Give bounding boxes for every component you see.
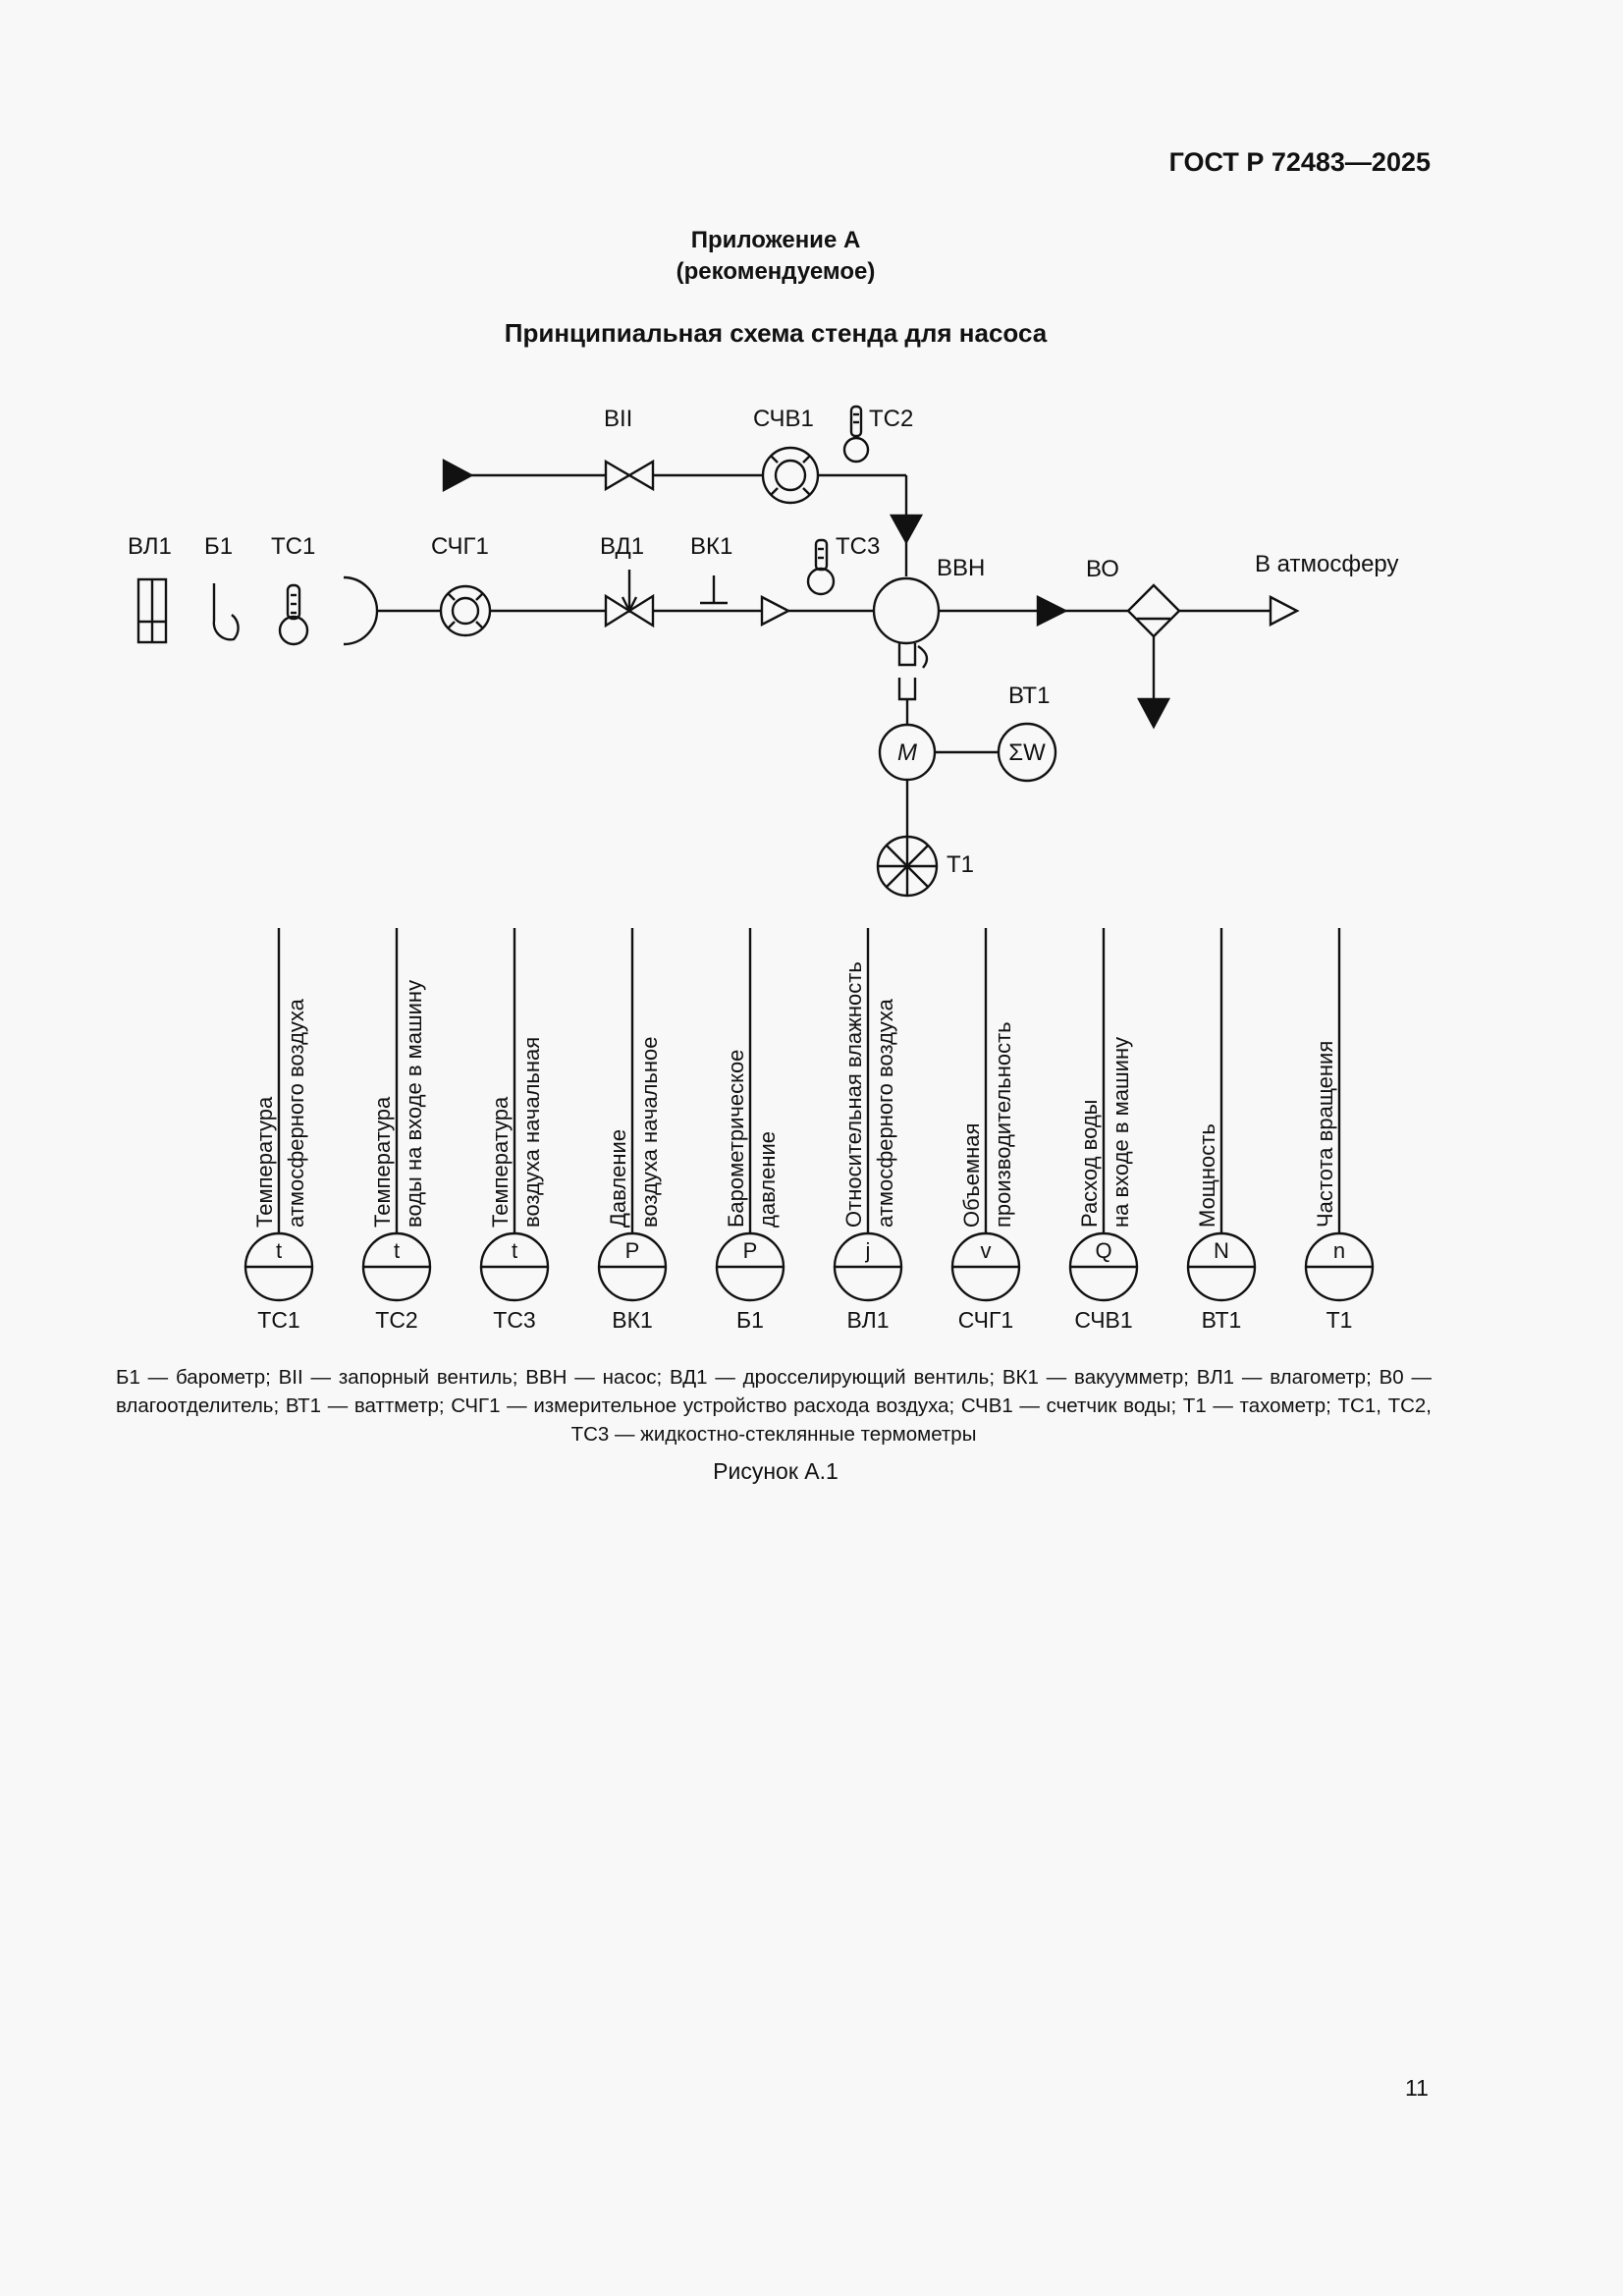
label-vt1: ВТ1 [1008, 683, 1050, 709]
instrument-tag: Б1 [736, 1307, 764, 1333]
instrument-symbol: t [276, 1238, 282, 1263]
water-supply-line [442, 405, 924, 576]
instrument-symbol: j [865, 1238, 871, 1263]
barometer-icon [212, 583, 240, 641]
figure-legend: Б1 — барометр; ВII — запорный вентиль; В… [116, 1366, 1432, 1446]
instrument-symbol: Q [1095, 1238, 1111, 1263]
instrument-5: P Б1 Барометрическое давление [715, 928, 785, 1333]
instrument-label-line1: Температура [252, 1096, 277, 1228]
instrument-label-line2: на входе в машину [1109, 1037, 1133, 1228]
label-vk1: ВК1 [690, 533, 732, 560]
instrument-tag: Т1 [1326, 1307, 1353, 1333]
instrument-tag: ВЛ1 [847, 1307, 890, 1333]
water-inlet-arrow-icon [442, 458, 474, 493]
motor-symbol: M [897, 739, 917, 766]
label-b1: Б1 [204, 533, 233, 560]
tachometer-icon [876, 835, 939, 898]
instrument-label-line2: производительность [991, 1021, 1015, 1228]
instrument-4: P ВК1 Давление воздуха начальное [597, 928, 668, 1333]
instrument-symbol: v [981, 1238, 992, 1263]
figure-caption: Рисунок А.1 [713, 1458, 839, 1484]
instrument-label-line2: воды на входе в машину [402, 980, 426, 1228]
label-ts3: ТС3 [836, 533, 880, 560]
instrument-10: nТ1 Частота вращения [1304, 928, 1375, 1333]
thermometer-ts2-icon [842, 405, 870, 464]
air-inlet-icon [343, 575, 379, 646]
instrument-label-line1: Давление [606, 1129, 630, 1228]
instrument-label-line1: Мощность [1195, 1123, 1219, 1228]
instrument-label-line2: воздуха начальное [637, 1037, 662, 1229]
pump-motor-coupling [897, 643, 929, 725]
wattmeter-symbol: ΣW [1008, 739, 1046, 766]
instrument-tag: СЧГ1 [958, 1307, 1013, 1333]
drain-arrow-icon [1136, 697, 1171, 730]
instrument-label-line2: давление [755, 1131, 780, 1228]
instrument-9: N ВТ1 Мощность [1186, 928, 1257, 1333]
instrument-symbol: t [394, 1238, 400, 1263]
instrument-label-line1: Относительная влажность [841, 961, 866, 1228]
label-vd1: ВД1 [600, 533, 644, 560]
label-t1: Т1 [947, 851, 974, 878]
instrument-tag: СЧВ1 [1074, 1307, 1132, 1333]
instrument-label-line2: воздуха начальная [519, 1037, 544, 1228]
instrument-symbol: n [1333, 1238, 1345, 1263]
label-vvn: ВВН [937, 555, 985, 581]
instrument-tag: ВТ1 [1202, 1307, 1242, 1333]
thermometer-ts3-icon [806, 538, 836, 596]
instrument-label-line1: Расход воды [1077, 1100, 1102, 1228]
instrument-8: Q СЧВ1 Расход воды на входе в машину [1068, 928, 1139, 1333]
instrument-symbol: P [743, 1238, 758, 1263]
air-suction-line [343, 538, 874, 646]
instrument-label-line2: атмосферного воздуха [284, 998, 308, 1228]
pump-test-bench-scheme: ВЛ1 Б1 ТС1 СЧГ1 ВД1 ВК1 ТС3 ВВН ВО В атм… [128, 405, 1399, 1333]
label-vii: ВII [604, 406, 632, 432]
instrument-tag: ТС3 [493, 1307, 535, 1333]
discharge-arrow-icon [1036, 595, 1068, 627]
air-flow-meter-icon [439, 584, 492, 637]
label-outlet: В атмосферу [1255, 551, 1399, 577]
instrument-tag: ТС1 [257, 1307, 299, 1333]
label-ts2: ТС2 [869, 406, 913, 432]
water-meter-icon [761, 446, 820, 505]
water-flow-arrow-icon [889, 514, 924, 545]
appendix-status: (рекомендуемое) [676, 258, 876, 285]
air-flow-arrow-icon [760, 595, 791, 627]
label-schv1: СЧВ1 [753, 406, 814, 432]
instrument-label-line1: Температура [488, 1096, 513, 1228]
label-vl1: ВЛ1 [128, 533, 172, 560]
instrument-symbol: t [512, 1238, 517, 1263]
instrument-label-line1: Температура [370, 1096, 395, 1228]
instrument-label-line2: атмосферного воздуха [873, 998, 897, 1228]
label-ts1: ТС1 [271, 533, 315, 560]
throttle-valve-icon [604, 570, 655, 629]
outlet-arrow-icon [1269, 595, 1300, 627]
shutoff-valve-icon [604, 459, 655, 492]
label-vo: ВО [1086, 556, 1119, 582]
hygrometer-icon [136, 577, 168, 644]
instrument-label-line1: Объемная [959, 1123, 984, 1228]
appendix-title: Приложение А [690, 227, 861, 253]
instrument-label-line1: Барометрическое [724, 1050, 748, 1228]
label-schg1: СЧГ1 [431, 533, 489, 560]
thermometer-ts1-icon [278, 583, 309, 646]
document-number: ГОСТ Р 72483—2025 [1168, 147, 1431, 177]
pump-icon [872, 576, 941, 645]
discharge-line [939, 583, 1300, 730]
instrument-tag: ВК1 [612, 1307, 653, 1333]
moisture-separator-icon [1126, 583, 1181, 638]
wattmeter-icon [997, 722, 1057, 783]
instrument-symbol: P [625, 1238, 640, 1263]
page-number: 11 [1405, 2075, 1429, 2101]
instrument-label-line1: Частота вращения [1313, 1041, 1337, 1228]
instrument-symbol: N [1214, 1238, 1229, 1263]
vacuum-gauge-icon [700, 575, 728, 605]
figure-heading: Принципиальная схема стенда для насоса [504, 318, 1048, 348]
instrument-tag: ТС2 [375, 1307, 417, 1333]
